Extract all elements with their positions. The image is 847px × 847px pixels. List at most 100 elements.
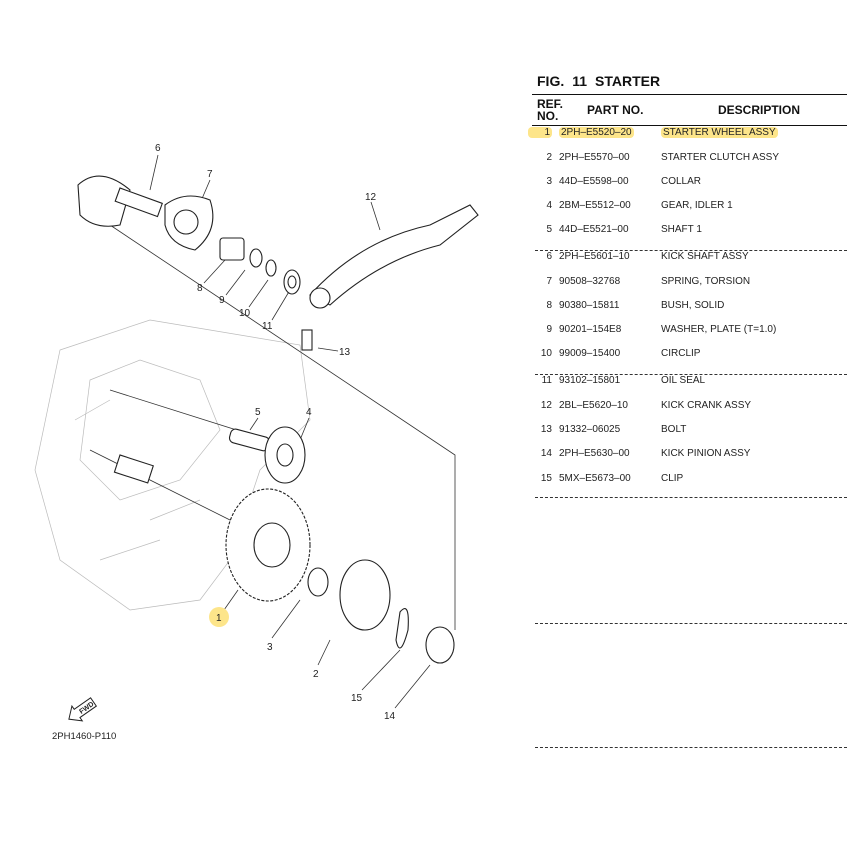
callout-11[interactable]: 11 [262, 321, 273, 332]
ref-no: 10 [540, 348, 552, 359]
part-no: 90380–15811 [559, 300, 620, 311]
part-no: 2PH–E5520–20 [559, 127, 634, 138]
leader-lines [89, 154, 456, 709]
divider [535, 497, 847, 498]
callout-9[interactable]: 9 [219, 295, 225, 306]
ref-no: 13 [540, 424, 552, 435]
callout-labels: 6 7 12 8 9 10 11 13 5 4 1 3 2 15 14 [155, 143, 396, 722]
part-description: CLIP [661, 473, 684, 484]
table-row[interactable]: 11 93102–15801 OIL SEAL [532, 375, 847, 391]
starter-wheel [225, 488, 455, 664]
part-description: SPRING, TORSION [661, 276, 751, 287]
callout-5[interactable]: 5 [255, 407, 261, 418]
part-no: 2BM–E5512–00 [559, 200, 631, 211]
figure-title: FIG. 11 STARTER [537, 73, 668, 89]
exploded-diagram: 6 7 12 8 9 10 11 13 5 4 1 3 2 15 14 FWD [34, 143, 479, 722]
ref-no: 4 [546, 200, 552, 211]
table-row[interactable]: 3 44D–E5598–00 COLLAR [532, 176, 847, 192]
part-description: KICK SHAFT ASSY [661, 251, 749, 262]
callout-12[interactable]: 12 [365, 192, 377, 203]
table-row[interactable]: 13 91332–06025 BOLT [532, 424, 847, 440]
part-description: KICK PINION ASSY [661, 448, 751, 459]
part-description: WASHER, PLATE (T=1.0) [661, 324, 777, 335]
header-ref-line2: NO. [537, 109, 559, 123]
table-row[interactable]: 14 2PH–E5630–00 KICK PINION ASSY [532, 448, 847, 464]
part-no: 91332–06025 [559, 424, 621, 435]
divider [535, 374, 847, 375]
header-part-no: PART NO. [587, 103, 644, 117]
part-description: BUSH, SOLID [661, 300, 725, 311]
fwd-label: FWD [78, 701, 95, 716]
table-row[interactable]: 12 2BL–E5620–10 KICK CRANK ASSY [532, 400, 847, 416]
header-rule-top [532, 94, 847, 95]
callout-1[interactable]: 1 [216, 613, 222, 624]
callout-2[interactable]: 2 [313, 669, 319, 680]
divider [535, 747, 847, 748]
drawing-code: 2PH1460-P110 [52, 731, 117, 742]
figure-name: STARTER [595, 73, 661, 89]
ref-no: 6 [546, 251, 552, 262]
callout-13[interactable]: 13 [339, 347, 351, 358]
callout-15[interactable]: 15 [351, 693, 363, 704]
ref-no: 12 [540, 400, 552, 411]
callout-6[interactable]: 6 [155, 143, 161, 154]
figure-label: FIG. [537, 73, 565, 89]
part-no: 93102–15801 [559, 375, 621, 386]
header-description: DESCRIPTION [718, 103, 801, 117]
header-rule-bottom [532, 125, 847, 126]
header-ref-line1: REF. [537, 97, 564, 111]
kick-shaft-assy [77, 175, 214, 251]
part-no: 90508–32768 [559, 276, 621, 287]
part-description: GEAR, IDLER 1 [661, 200, 733, 211]
ref-no: 11 [541, 375, 552, 386]
ref-no: 1 [528, 127, 552, 138]
table-row[interactable]: 9 90201–154E8 WASHER, PLATE (T=1.0) [532, 324, 847, 340]
part-no: 44D–E5598–00 [559, 176, 629, 187]
ref-no: 9 [546, 324, 552, 335]
callout-10[interactable]: 10 [239, 308, 251, 319]
part-description: OIL SEAL [661, 375, 706, 386]
ref-no: 8 [546, 300, 552, 311]
ref-no: 7 [546, 276, 552, 287]
part-description: BOLT [661, 424, 687, 435]
part-no: 99009–15400 [559, 348, 621, 359]
part-description: CIRCLIP [661, 348, 701, 359]
part-description: STARTER WHEEL ASSY [661, 127, 778, 138]
divider [535, 623, 847, 624]
table-row[interactable]: 6 2PH–E5601–10 KICK SHAFT ASSY [532, 251, 847, 267]
kick-crank [301, 204, 479, 351]
part-description: KICK CRANK ASSY [661, 400, 752, 411]
table-row[interactable]: 8 90380–15811 BUSH, SOLID [532, 300, 847, 316]
part-no: 2PH–E5601–10 [559, 251, 630, 262]
divider [535, 250, 847, 251]
figure-number: 11 [572, 73, 588, 89]
table-row[interactable]: 4 2BM–E5512–00 GEAR, IDLER 1 [532, 200, 847, 216]
fwd-arrow-icon: FWD [68, 697, 98, 722]
highlight-marker [209, 607, 229, 627]
table-row[interactable]: 7 90508–32768 SPRING, TORSION [532, 276, 847, 292]
part-no: 2PH–E5570–00 [559, 152, 630, 163]
bush-washer-circlip-seal [219, 237, 301, 295]
shaft-and-idler-gear [113, 426, 306, 484]
callout-14[interactable]: 14 [384, 711, 396, 722]
callout-3[interactable]: 3 [267, 642, 273, 653]
ref-no: 14 [540, 448, 552, 459]
part-no: 90201–154E8 [559, 324, 622, 335]
callout-7[interactable]: 7 [207, 169, 213, 180]
table-row[interactable]: 10 99009–15400 CIRCLIP [532, 348, 847, 364]
ref-no: 3 [546, 176, 552, 187]
part-no: 2PH–E5630–00 [559, 448, 630, 459]
header-ref: REF.NO. [537, 98, 563, 122]
ref-no: 5 [546, 224, 552, 235]
part-no: 44D–E5521–00 [559, 224, 629, 235]
callout-8[interactable]: 8 [197, 283, 203, 294]
part-no: 5MX–E5673–00 [559, 473, 631, 484]
part-no: 2BL–E5620–10 [559, 400, 628, 411]
table-row[interactable]: 1 2PH–E5520–20 STARTER WHEEL ASSY [528, 127, 847, 143]
part-description: COLLAR [661, 176, 702, 187]
callout-4[interactable]: 4 [306, 407, 312, 418]
